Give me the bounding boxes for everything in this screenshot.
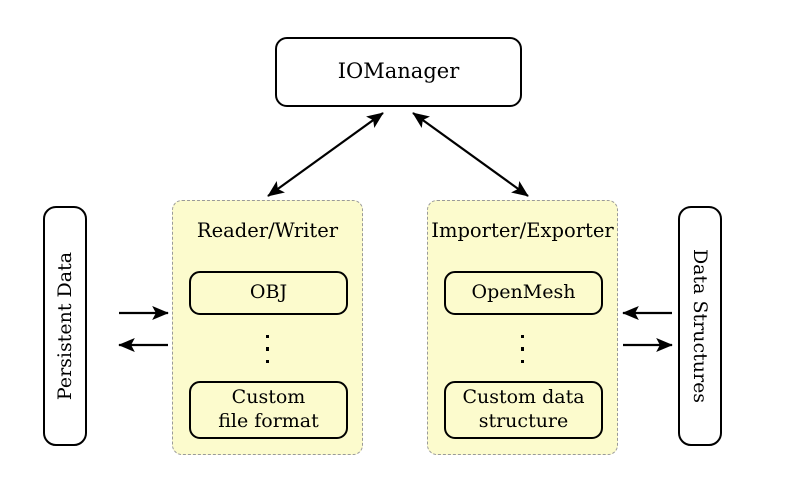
node-iomanager-label: IOManager: [337, 59, 460, 84]
node-obj-label: OBJ: [249, 281, 288, 304]
node-custom-file-format: Custom file format: [189, 381, 348, 439]
node-custom-file-format-line2: file format: [218, 410, 319, 432]
node-persistent-data-label: Persistent Data: [54, 251, 76, 401]
node-iomanager: IOManager: [275, 37, 522, 107]
group-importer-exporter-title: Importer/Exporter: [431, 219, 614, 242]
vertical-ellipsis-icon: [173, 327, 362, 371]
group-reader-writer: Reader/Writer OBJ Custom file format: [172, 200, 363, 455]
node-data-structures-label: Data Structures: [689, 248, 711, 404]
connector-iomanager-importerexporter: [412, 112, 529, 197]
node-custom-file-format-line1: Custom: [231, 386, 306, 409]
node-custom-data-structure: Custom data structure: [444, 381, 603, 439]
node-openmesh-label: OpenMesh: [471, 281, 576, 304]
node-openmesh: OpenMesh: [444, 271, 603, 315]
node-persistent-data: Persistent Data: [43, 206, 87, 446]
node-obj: OBJ: [189, 271, 348, 315]
group-importer-exporter: Importer/Exporter OpenMesh Custom data s…: [427, 200, 618, 455]
connector-iomanager-readerwriter: [267, 112, 384, 197]
group-reader-writer-title: Reader/Writer: [196, 219, 339, 242]
node-custom-data-structure-line1: Custom data: [462, 386, 585, 409]
node-data-structures: Data Structures: [678, 206, 722, 446]
node-custom-data-structure-line2: structure: [478, 410, 569, 432]
vertical-ellipsis-icon: [428, 327, 617, 371]
